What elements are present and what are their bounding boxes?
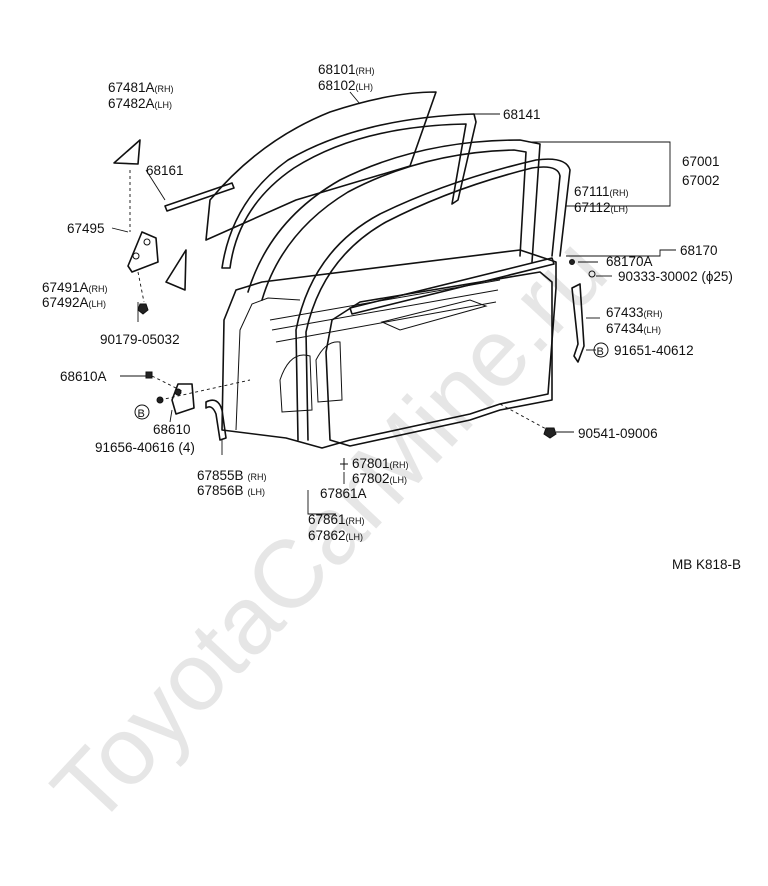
- svg-text:B: B: [138, 408, 145, 420]
- shell-cutout: [315, 341, 343, 403]
- armrest: [380, 299, 488, 331]
- label-67481A: 67481A(RH): [108, 80, 174, 95]
- shell-cutout: [279, 354, 313, 413]
- label-90541-09006: 90541-09006: [578, 426, 658, 441]
- marker-b-right: B: [593, 342, 609, 358]
- bolt-68610A: [145, 371, 153, 379]
- plug-90333: [588, 270, 596, 278]
- marker-b-left: B: [134, 404, 150, 420]
- label-67492A: 67492A(LH): [42, 295, 106, 310]
- label-67861A: 67861A: [320, 486, 367, 501]
- label-67495: 67495: [67, 221, 105, 236]
- screw-90179: [137, 303, 149, 315]
- diagram-code: MB K818-B: [672, 557, 741, 572]
- window-glass-68101: [205, 91, 437, 241]
- label-67111: 67111(RH): [574, 184, 629, 199]
- rail-67433: [571, 283, 585, 363]
- label-67001: 67001: [682, 154, 720, 169]
- label-90179-05032: 90179-05032: [100, 332, 180, 347]
- label-68102: 68102(LH): [318, 78, 373, 93]
- svg-text:B: B: [597, 346, 604, 358]
- label-67434: 67434(LH): [606, 321, 661, 336]
- label-68610A: 68610A: [60, 369, 107, 384]
- label-67802: 67802(LH): [352, 471, 407, 486]
- strip-68161: [164, 182, 235, 212]
- bracket-67495: [127, 231, 159, 273]
- label-67002: 67002: [682, 173, 720, 188]
- label-67491A: 67491A(RH): [42, 280, 108, 295]
- label-68161: 68161: [146, 163, 184, 178]
- label-67112: 67112(LH): [574, 200, 628, 215]
- run-channel-68141: [221, 113, 477, 269]
- label-67861: 67861(RH): [308, 512, 365, 527]
- belt-moulding-68170: [349, 257, 555, 315]
- label-68170: 68170: [680, 243, 718, 258]
- label-90333-30002: 90333-30002 (ϕ25): [618, 269, 733, 284]
- label-91651-40612: 91651-40612: [614, 343, 694, 358]
- bracket-hole: [132, 252, 140, 260]
- clip-90541: [543, 427, 557, 439]
- label-67855B: 67855B(RH): [197, 468, 267, 483]
- label-91656-40616: 91656-40616 (4): [95, 440, 195, 455]
- label-67801: 67801(RH): [352, 456, 409, 471]
- door-trim-panel: [325, 271, 553, 447]
- quarter-glass-67481: [113, 139, 141, 165]
- leader-lines: [111, 91, 676, 515]
- label-68101: 68101(RH): [318, 62, 375, 77]
- hinge-68610: [171, 383, 195, 415]
- label-67433: 67433(RH): [606, 305, 663, 320]
- part-labels: 67481A(RH) 67482A(LH) 68161 67495 67491A…: [42, 62, 741, 572]
- label-67856B: 67856B(LH): [197, 483, 265, 498]
- door-drawing: [113, 91, 596, 470]
- label-67482A: 67482A(LH): [108, 96, 172, 111]
- label-68141: 68141: [503, 107, 541, 122]
- piece-67491: [165, 249, 187, 291]
- shell-stripes: [269, 279, 501, 343]
- label-68170A: 68170A: [606, 254, 653, 269]
- weatherstrip-inner: [305, 166, 561, 441]
- clip-68170A: [569, 259, 575, 265]
- bracket-hole: [143, 238, 151, 246]
- door-frame-67001: [247, 139, 541, 293]
- hinge-bolt: [174, 388, 182, 396]
- door-shell-edge: [235, 297, 301, 431]
- door-frame-inner: [261, 149, 527, 301]
- label-67862: 67862(LH): [308, 528, 363, 543]
- seal-67855: [205, 399, 227, 441]
- clip-67801: [340, 458, 348, 470]
- label-68610: 68610: [153, 422, 191, 437]
